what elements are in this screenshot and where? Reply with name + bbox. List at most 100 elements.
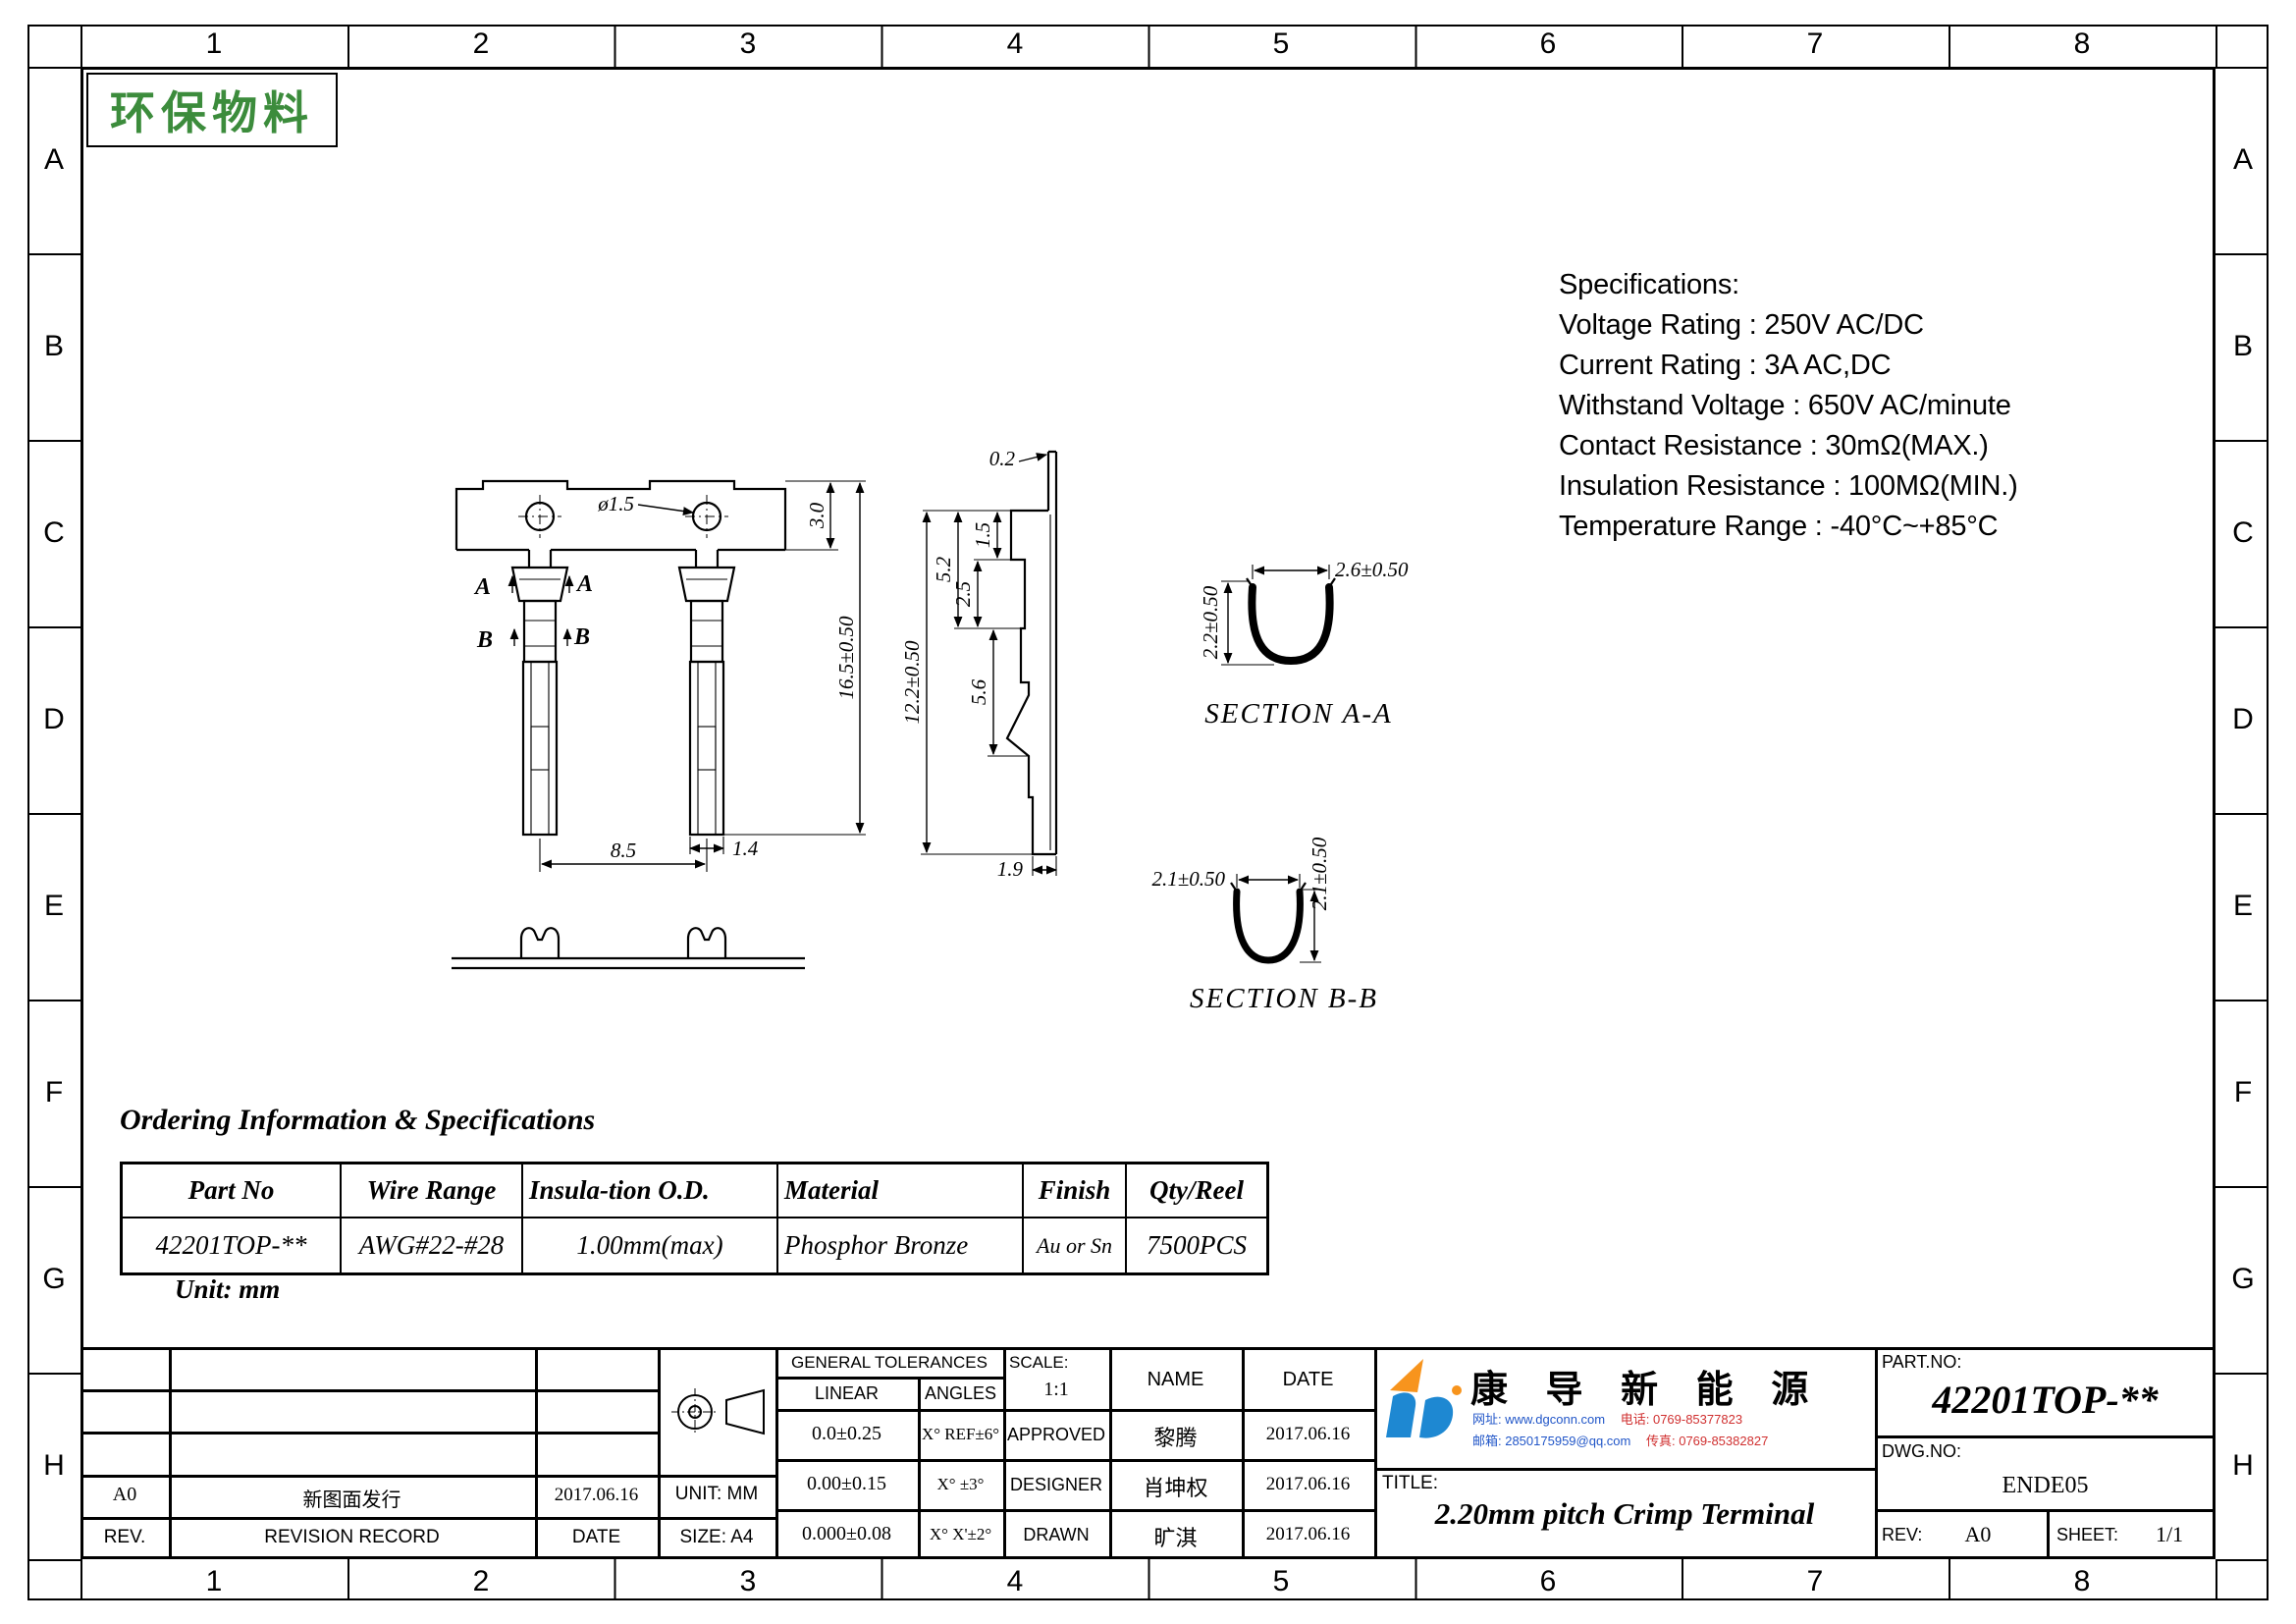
rev-label: REV: — [1882, 1525, 1923, 1544]
zone-col-label: 2 — [472, 1565, 490, 1597]
zone-row-label: B — [2232, 330, 2253, 362]
front-view — [454, 479, 787, 837]
revision-date-header: DATE — [571, 1527, 621, 1547]
ordering-title: Ordering Information & Specifications — [120, 1104, 596, 1136]
approved-name: 黎腾 — [1153, 1426, 1198, 1450]
unit-value: UNIT: MM — [674, 1484, 759, 1504]
dim-mid-length: 2.5 — [951, 581, 975, 607]
company-contact-line1: 网址: www.dgconn.com 电话: 0769-85377823 — [1472, 1412, 1742, 1427]
dim-barrel-width: 1.4 — [732, 837, 759, 860]
zone-col-label: 8 — [2073, 27, 2091, 60]
dim-section-a-height: 2.2±0.50 — [1199, 585, 1222, 659]
specifications-title: Specifications: — [1559, 269, 1739, 300]
ordering-header: Qty/Reel — [1127, 1164, 1266, 1218]
ordering-cell: Au or Sn — [1024, 1218, 1127, 1272]
zone-row-label: A — [43, 143, 64, 176]
approved-date: 2017.06.16 — [1265, 1424, 1351, 1444]
zone-col-label: 4 — [1006, 27, 1024, 60]
size-value: SIZE: A4 — [679, 1527, 754, 1547]
sheet-inner-frame — [80, 67, 2216, 1559]
zone-col-label: 6 — [1539, 27, 1557, 60]
zone-col-label: 3 — [739, 1565, 757, 1597]
section-aa-label: SECTION A-A — [1204, 698, 1392, 730]
ordering-cell: 1.00mm(max) — [523, 1218, 778, 1272]
tolerance-linear: 0.0±0.25 — [812, 1423, 881, 1444]
zone-col-label: 7 — [1806, 27, 1824, 60]
eco-material-stamp: 环保物料 — [86, 73, 338, 147]
zone-col-label: 2 — [472, 27, 490, 60]
zone-col-label: 1 — [205, 1565, 223, 1597]
zone-row-label: B — [43, 330, 64, 362]
rev-value: A0 — [1964, 1522, 1992, 1546]
zone-band-top — [80, 25, 2217, 67]
dim-section-b-width: 2.1±0.50 — [1151, 867, 1225, 891]
ordering-header: Part No — [123, 1164, 342, 1218]
company-tel: 电话: 0769-85377823 — [1620, 1412, 1743, 1427]
company-email: 邮箱: 2850175959@qq.com — [1472, 1434, 1631, 1448]
zone-row-label: D — [43, 703, 65, 735]
tolerance-linear: 0.000±0.08 — [802, 1523, 891, 1544]
zone-row-label: F — [44, 1076, 64, 1109]
dim-overall-length: 16.5±0.50 — [834, 616, 858, 700]
dim-tab-thickness: 0.2 — [989, 447, 1016, 470]
dim-section-b-height: 2.1±0.50 — [1308, 837, 1331, 910]
projection-symbol-icon — [671, 1388, 765, 1435]
name-header: NAME — [1147, 1369, 1204, 1390]
designer-label: DESIGNER — [1009, 1475, 1103, 1494]
company-logo — [1386, 1359, 1462, 1438]
zone-row-label: C — [2232, 516, 2254, 549]
title-label: TITLE: — [1382, 1473, 1439, 1493]
front-view-dimensions: 3.0 16.5±0.50 8.5 1.4 ø1.5 — [539, 480, 866, 872]
section-cut-marks: A A B B — [473, 571, 593, 653]
cut-label-b: B — [573, 624, 590, 650]
section-aa-view: 2.2±0.50 2.6±0.50 SECTION A-A — [1199, 558, 1409, 730]
linear-header: LINEAR — [814, 1383, 880, 1403]
company-name: 康 导 新 能 源 — [1470, 1370, 1823, 1411]
part-no-value: 42201TOP-** — [1932, 1378, 2159, 1422]
zone-row-label: F — [2233, 1076, 2253, 1109]
dim-lance-length: 5.6 — [967, 678, 990, 705]
zone-row-label: A — [2232, 143, 2253, 176]
zone-col-label: 5 — [1272, 1565, 1290, 1597]
zone-band-left — [27, 67, 80, 1561]
general-tolerances-header: GENERAL TOLERANCES — [791, 1353, 988, 1372]
zone-col-label: 1 — [205, 27, 223, 60]
dim-section-a-width: 2.6±0.50 — [1335, 558, 1409, 581]
scale-label: SCALE: — [1009, 1353, 1069, 1372]
ordering-header: Finish — [1024, 1164, 1127, 1218]
revision-record-header: REVISION RECORD — [264, 1527, 440, 1547]
zone-row-label: C — [43, 516, 65, 549]
cut-label-a: A — [473, 574, 491, 600]
designer-name: 肖坤权 — [1143, 1476, 1208, 1500]
zone-col-label: 4 — [1006, 1565, 1024, 1597]
zone-col-label: 8 — [2073, 1565, 2091, 1597]
company-fax: 传真: 0769-85382827 — [1645, 1434, 1769, 1448]
technical-drawing: .ol{stroke:#000;stroke-width:2.2;fill:no… — [452, 447, 1409, 1014]
dim-pitch: 8.5 — [611, 839, 636, 862]
revision-rev-value: A0 — [112, 1484, 137, 1505]
tolerance-angle: X° REF±6° — [921, 1425, 1000, 1443]
drawn-date: 2017.06.16 — [1265, 1524, 1351, 1544]
dim-bottom-width: 1.9 — [997, 857, 1024, 881]
title-block: A0 新图面发行 2017.06.16 REV. REVISION RECORD… — [80, 1347, 2216, 1559]
angles-header: ANGLES — [924, 1383, 997, 1403]
unit-note: Unit: mm — [175, 1274, 281, 1304]
ordering-header: Material — [778, 1164, 1024, 1218]
sheet-value: 1/1 — [2155, 1522, 2184, 1546]
sheet-label: SHEET: — [2056, 1525, 2119, 1544]
ordering-header: Wire Range — [342, 1164, 523, 1218]
company-website: 网址: www.dgconn.com — [1472, 1412, 1606, 1427]
zone-row-label: H — [2232, 1449, 2254, 1482]
section-bb-label: SECTION B-B — [1190, 983, 1378, 1014]
dwg-no-label: DWG.NO: — [1882, 1441, 1961, 1461]
dim-front-length: 5.2 — [932, 556, 955, 582]
section-bb-view: 2.1±0.50 2.1±0.50 SECTION B-B — [1151, 837, 1378, 1014]
ordering-cell: AWG#22-#28 — [342, 1218, 523, 1272]
dim-contact-height: 1.5 — [971, 522, 994, 548]
ordering-table: Part No Wire Range Insula-tion O.D. Mate… — [120, 1162, 1269, 1275]
ordering-cell: Phosphor Bronze — [778, 1218, 1024, 1272]
ordering-header: Insula-tion O.D. — [523, 1164, 778, 1218]
revision-record-value: 新图面发行 — [302, 1489, 401, 1511]
ordering-cell: 7500PCS — [1146, 1230, 1247, 1260]
dim-strip-height: 3.0 — [805, 502, 828, 529]
